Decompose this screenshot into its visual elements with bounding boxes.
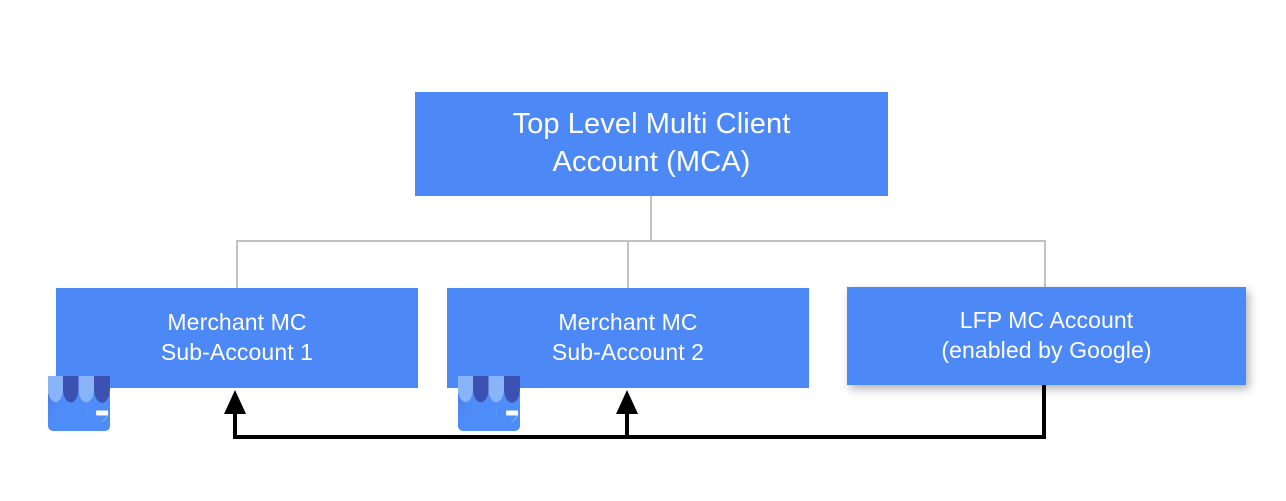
google-business-profile-icon-1 (40, 363, 118, 435)
feed-line-horizontal (233, 435, 1046, 439)
node-merchant-sub-account-1-label: Merchant MC Sub-Account 1 (160, 309, 314, 365)
connector-horizontal-bus (236, 240, 1046, 242)
connector-drop-merchant1 (236, 240, 238, 288)
node-merchant-sub-account-2-label: Merchant MC Sub-Account 2 (551, 309, 705, 365)
node-top-level-mca-label: Top Level Multi Client Account (MCA) (512, 108, 791, 178)
node-lfp-mc-account[interactable]: LFP MC Account (enabled by Google) (847, 287, 1246, 385)
connector-top-stem (650, 196, 652, 242)
google-business-profile-icon-2 (450, 363, 528, 435)
feed-line-riser-merchant1 (233, 408, 237, 437)
connector-drop-lfp (1044, 240, 1046, 287)
node-top-level-mca[interactable]: Top Level Multi Client Account (MCA) (415, 92, 888, 196)
connector-drop-merchant2 (627, 240, 629, 288)
node-lfp-mc-account-label: LFP MC Account (enabled by Google) (941, 307, 1152, 363)
node-merchant-sub-account-1[interactable]: Merchant MC Sub-Account 1 (56, 288, 418, 388)
node-merchant-sub-account-2[interactable]: Merchant MC Sub-Account 2 (447, 288, 809, 388)
feed-line-riser-merchant2 (625, 408, 629, 437)
feed-line-vertical-from-lfp (1042, 385, 1046, 439)
